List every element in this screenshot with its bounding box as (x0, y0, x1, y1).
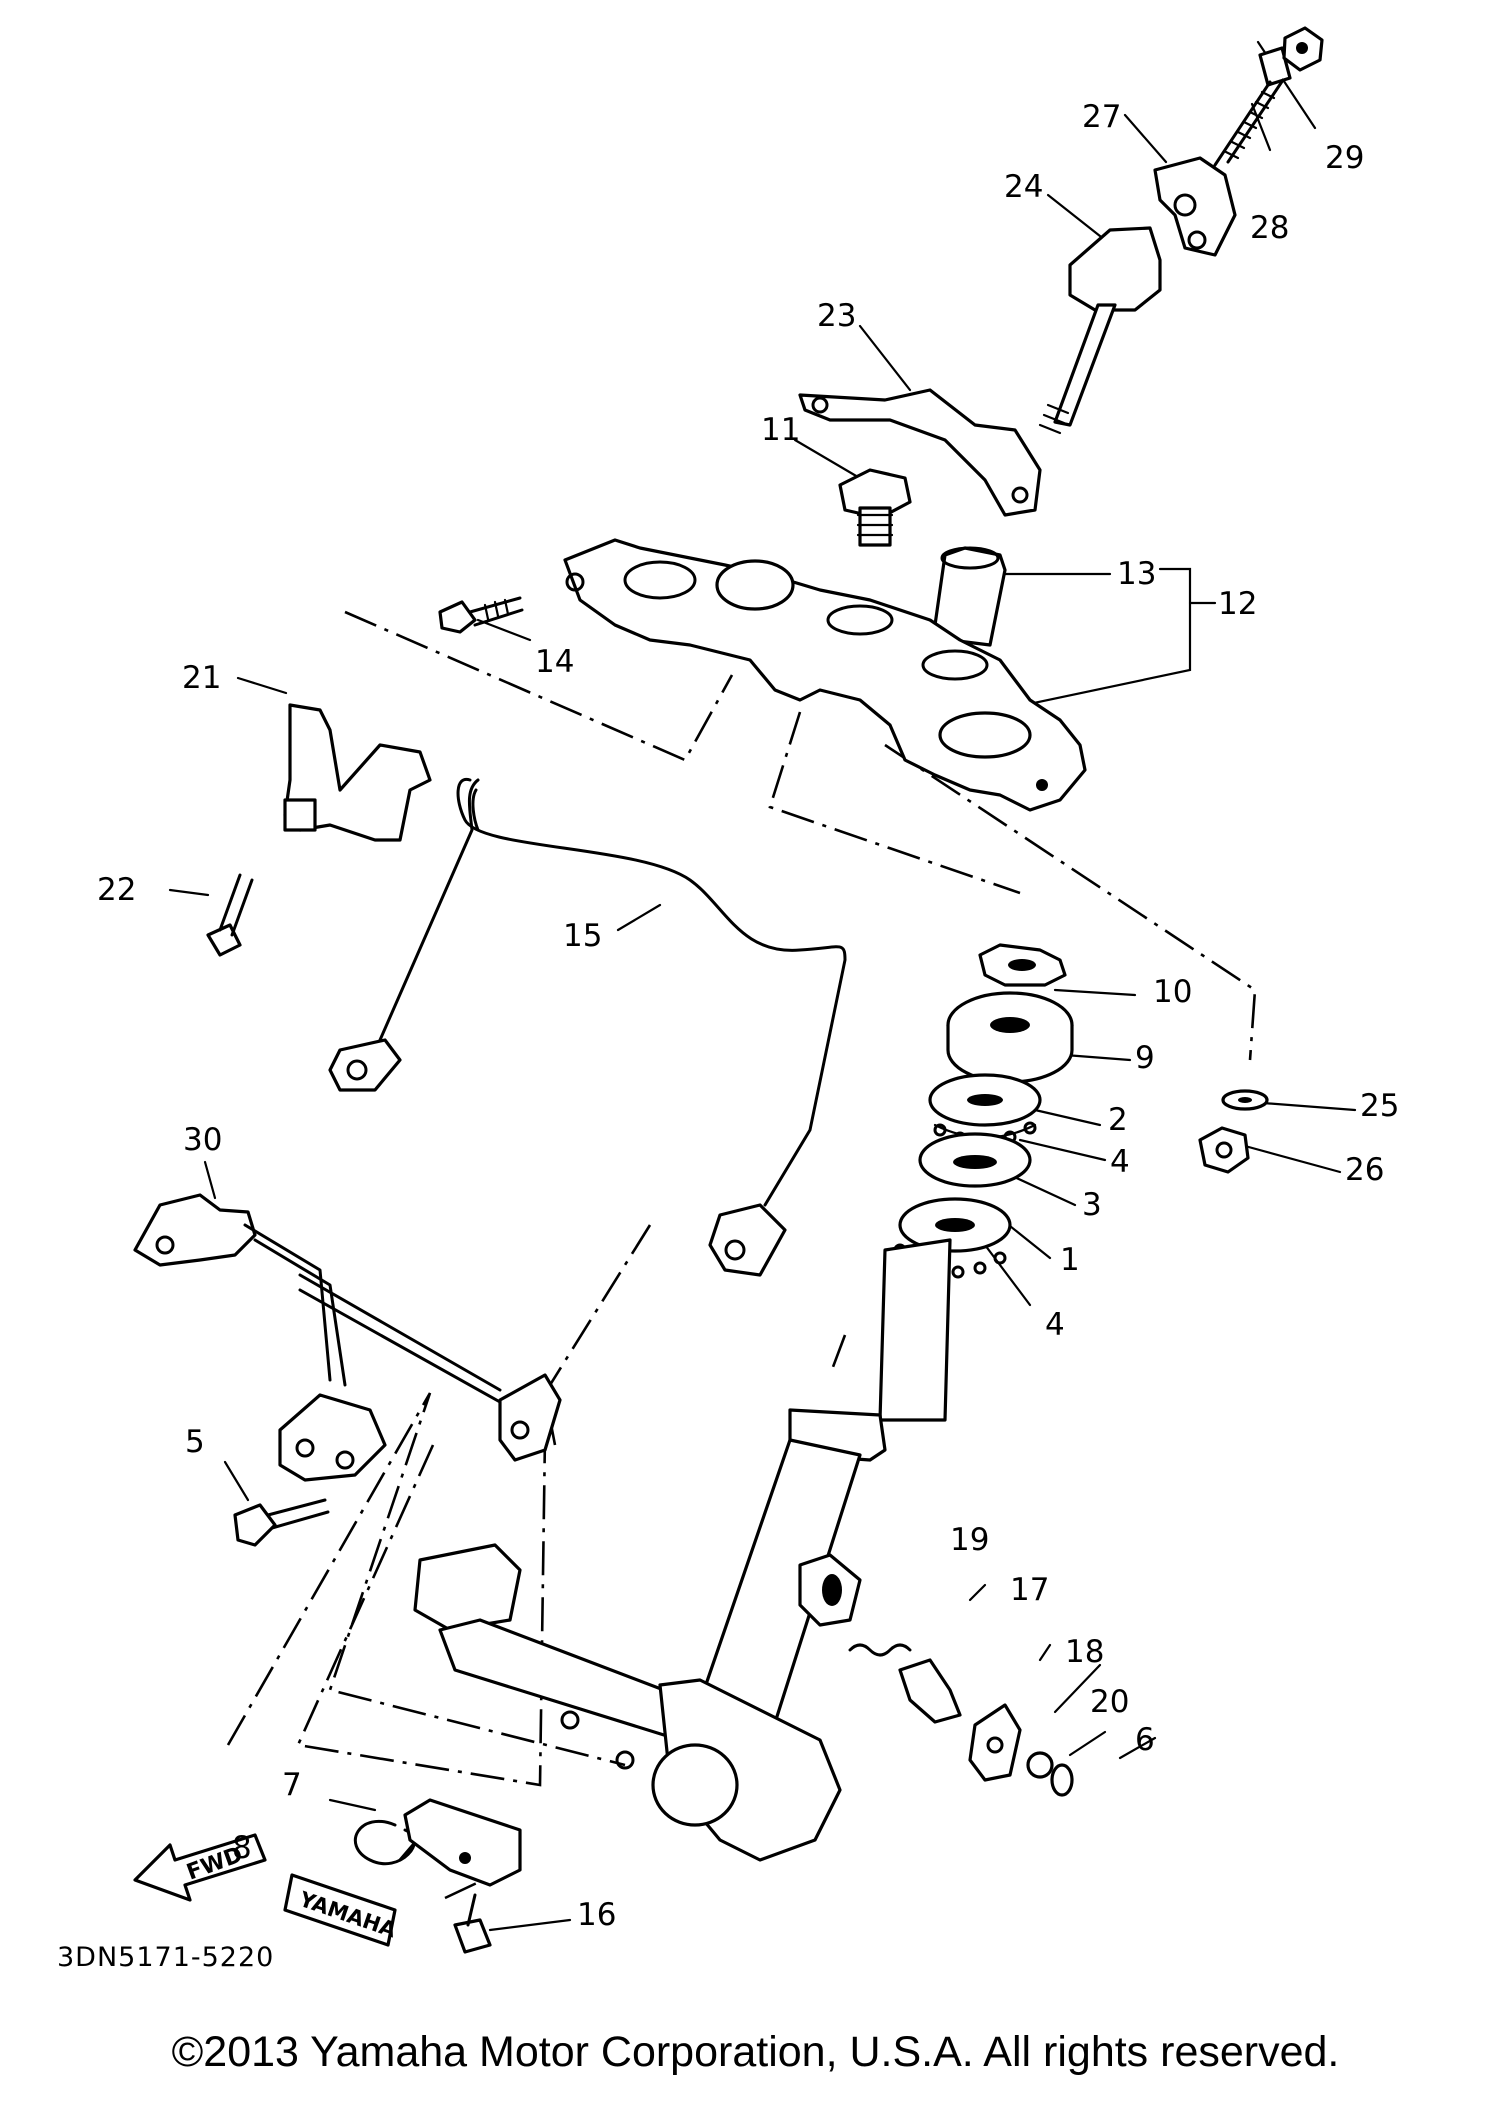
callout-15: 26 (1345, 1152, 1384, 1188)
washer-6 (978, 943, 1067, 987)
callout-3: 3 (1082, 1187, 1102, 1223)
copyright-notice: ©2013 Yamaha Motor Corporation, U.S.A. A… (171, 2028, 1340, 2076)
callout-16: 27 (1082, 99, 1121, 135)
callout-11: 15 (563, 918, 602, 954)
handlebar-holder-upper (1153, 156, 1237, 257)
callout-13: 24 (1004, 169, 1043, 205)
cable-11 (328, 777, 847, 1277)
callout-21: 7 (282, 1767, 302, 1803)
callout-24: 21 (182, 660, 221, 696)
callout-18: 29 (1325, 140, 1364, 176)
handlebar-holder-lower (1038, 226, 1162, 435)
bolt-25 (206, 873, 254, 957)
callout-8: 12 (1218, 586, 1257, 622)
steering-stem (413, 1238, 952, 1862)
lock-26 (898, 1658, 962, 1724)
bearing-stack (893, 1073, 1042, 1279)
callout-29: 20 (1090, 1684, 1129, 1720)
bracket-19 (133, 1193, 562, 1482)
callout-19: 30 (183, 1122, 222, 1158)
nut-18 (1282, 26, 1324, 72)
crown-bolt-7 (838, 468, 912, 547)
callout-5: 9 (1135, 1040, 1155, 1076)
callout-26: 17 (1010, 1572, 1049, 1608)
yamaha-emblem: YAMAHA (283, 1873, 400, 1947)
callouts: 27 28 29 24 23 11 13 12 14 21 22 15 10 9… (97, 99, 1399, 1933)
washer-29 (1026, 1751, 1054, 1779)
callout-1: 1 (1060, 1242, 1080, 1278)
callout-27: 18 (1065, 1634, 1104, 1670)
plate-12 (798, 388, 1042, 517)
callout-14: 25 (1360, 1088, 1399, 1124)
callout-23: 16 (577, 1897, 616, 1933)
callout-12: 23 (817, 298, 856, 334)
emblem-bracket (403, 1798, 522, 1887)
screw-30 (1050, 1763, 1074, 1797)
callout-25: 22 (97, 872, 136, 908)
callout-28: 19 (950, 1522, 989, 1558)
callout-4-upper: 4 (1110, 1144, 1130, 1180)
callout-6: 10 (1153, 974, 1192, 1010)
leader-lines (168, 40, 1357, 1932)
bracket-24 (283, 703, 432, 842)
callout-22: 8 (232, 1830, 252, 1866)
washer-14 (1221, 1089, 1269, 1111)
bolt-17 (1213, 46, 1292, 167)
upper-bracket-8 (563, 538, 1087, 812)
callout-10: 14 (535, 644, 574, 680)
callout-4-lower: 4 (1045, 1307, 1065, 1343)
bolt-10 (438, 596, 524, 634)
callout-9: 13 (1117, 556, 1156, 592)
part-code: 3DN5171-5220 (57, 1942, 274, 1973)
bolt-20 (233, 1498, 330, 1547)
callout-17: 28 (1250, 210, 1289, 246)
callout-20: 5 (185, 1424, 205, 1460)
nut-15 (1198, 1126, 1250, 1174)
callout-7: 11 (761, 412, 800, 448)
screw-23 (453, 1893, 492, 1954)
callout-30: 6 (1135, 1722, 1155, 1758)
plate-27 (968, 1703, 1022, 1782)
spring-28 (848, 1643, 912, 1657)
ring-nut-5 (946, 991, 1074, 1084)
callout-2: 2 (1108, 1102, 1128, 1138)
